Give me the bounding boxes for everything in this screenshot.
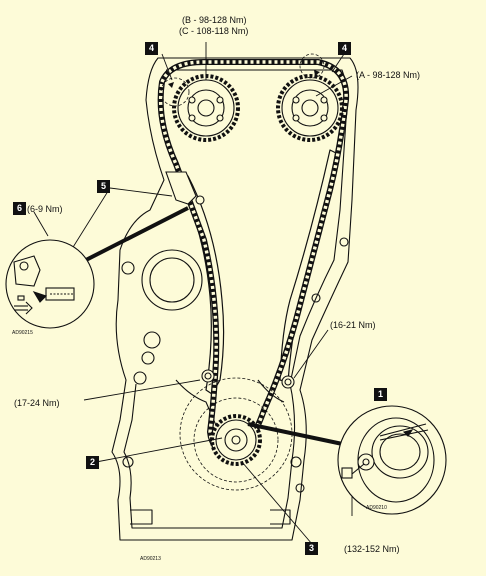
- callout-tag-1: 1: [374, 388, 387, 401]
- torque-label-a: (A - 98-128 Nm): [356, 70, 421, 80]
- callout-tag-4-right: 4: [338, 42, 351, 55]
- inset-code-right: AD90210: [366, 505, 387, 511]
- right-cam-sprocket: [276, 74, 344, 142]
- callout-bar-1: [247, 422, 353, 448]
- oil-pump-boss: [141, 249, 203, 311]
- tensioner: [165, 171, 197, 205]
- callout-tag-4-left: 4: [145, 42, 158, 55]
- torque-label-6: (6-9 Nm): [27, 204, 63, 214]
- torque-label-16-21: (16-21 Nm): [330, 320, 376, 330]
- torque-label-c: (C - 108-118 Nm): [179, 26, 249, 36]
- callout-tag-6: 6: [13, 202, 26, 215]
- figure-code: AD90213: [140, 556, 161, 562]
- engine-cover-outline: [111, 57, 359, 541]
- torque-label-17-24: (17-24 Nm): [14, 398, 60, 408]
- crank-pulley-inset: [337, 405, 447, 515]
- crank-sprocket: [179, 377, 293, 491]
- callout-tag-3: 3: [305, 542, 318, 555]
- tensioner-guide: [179, 175, 225, 395]
- callout-bar-5: [81, 206, 189, 264]
- left-cam-sprocket: [172, 74, 240, 142]
- tensioner-inset: [5, 239, 95, 329]
- torque-label-132-152: (132-152 Nm): [344, 544, 400, 554]
- torque-label-b: (B - 98-128 Nm): [182, 15, 247, 25]
- callout-tag-5: 5: [97, 180, 110, 193]
- callout-tag-2: 2: [86, 456, 99, 469]
- inset-code-left: AD90215: [12, 330, 33, 336]
